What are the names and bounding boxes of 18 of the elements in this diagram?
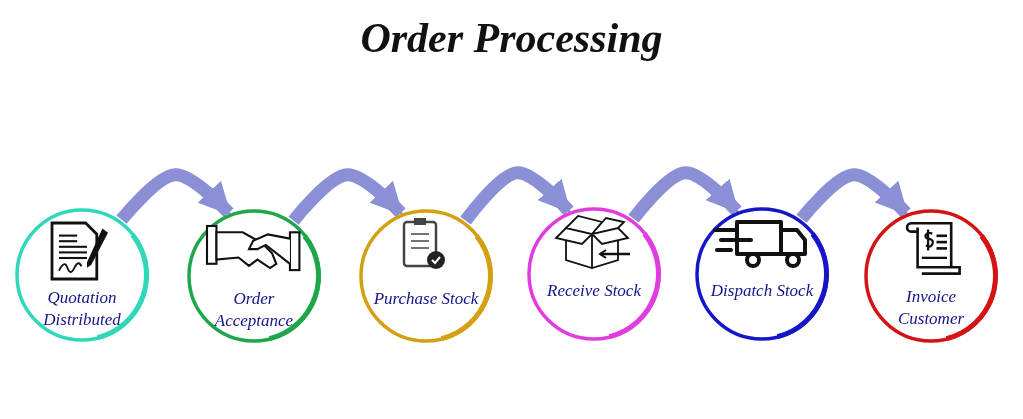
- step-label: Purchase Stock: [372, 288, 480, 310]
- step-label: Dispatch Stock: [709, 280, 815, 302]
- curved-arrow: [796, 168, 911, 223]
- step-circle: [358, 208, 494, 344]
- step-label: Receive Stock: [546, 280, 642, 302]
- step-circle: [14, 207, 150, 343]
- step-circle: [186, 208, 322, 344]
- curved-arrow: [116, 168, 234, 224]
- diagram-title: Order Processing: [359, 14, 664, 62]
- step-circle: [694, 206, 830, 342]
- step-label: Invoice Customer: [896, 286, 966, 330]
- curved-arrow: [628, 166, 742, 223]
- step-circle: [526, 206, 662, 342]
- curved-arrow: [460, 166, 574, 225]
- step-label: Quotation Distributed: [42, 287, 122, 331]
- step-circle: [863, 208, 999, 344]
- curved-arrow: [288, 168, 406, 225]
- step-label: Order Acceptance: [213, 288, 295, 332]
